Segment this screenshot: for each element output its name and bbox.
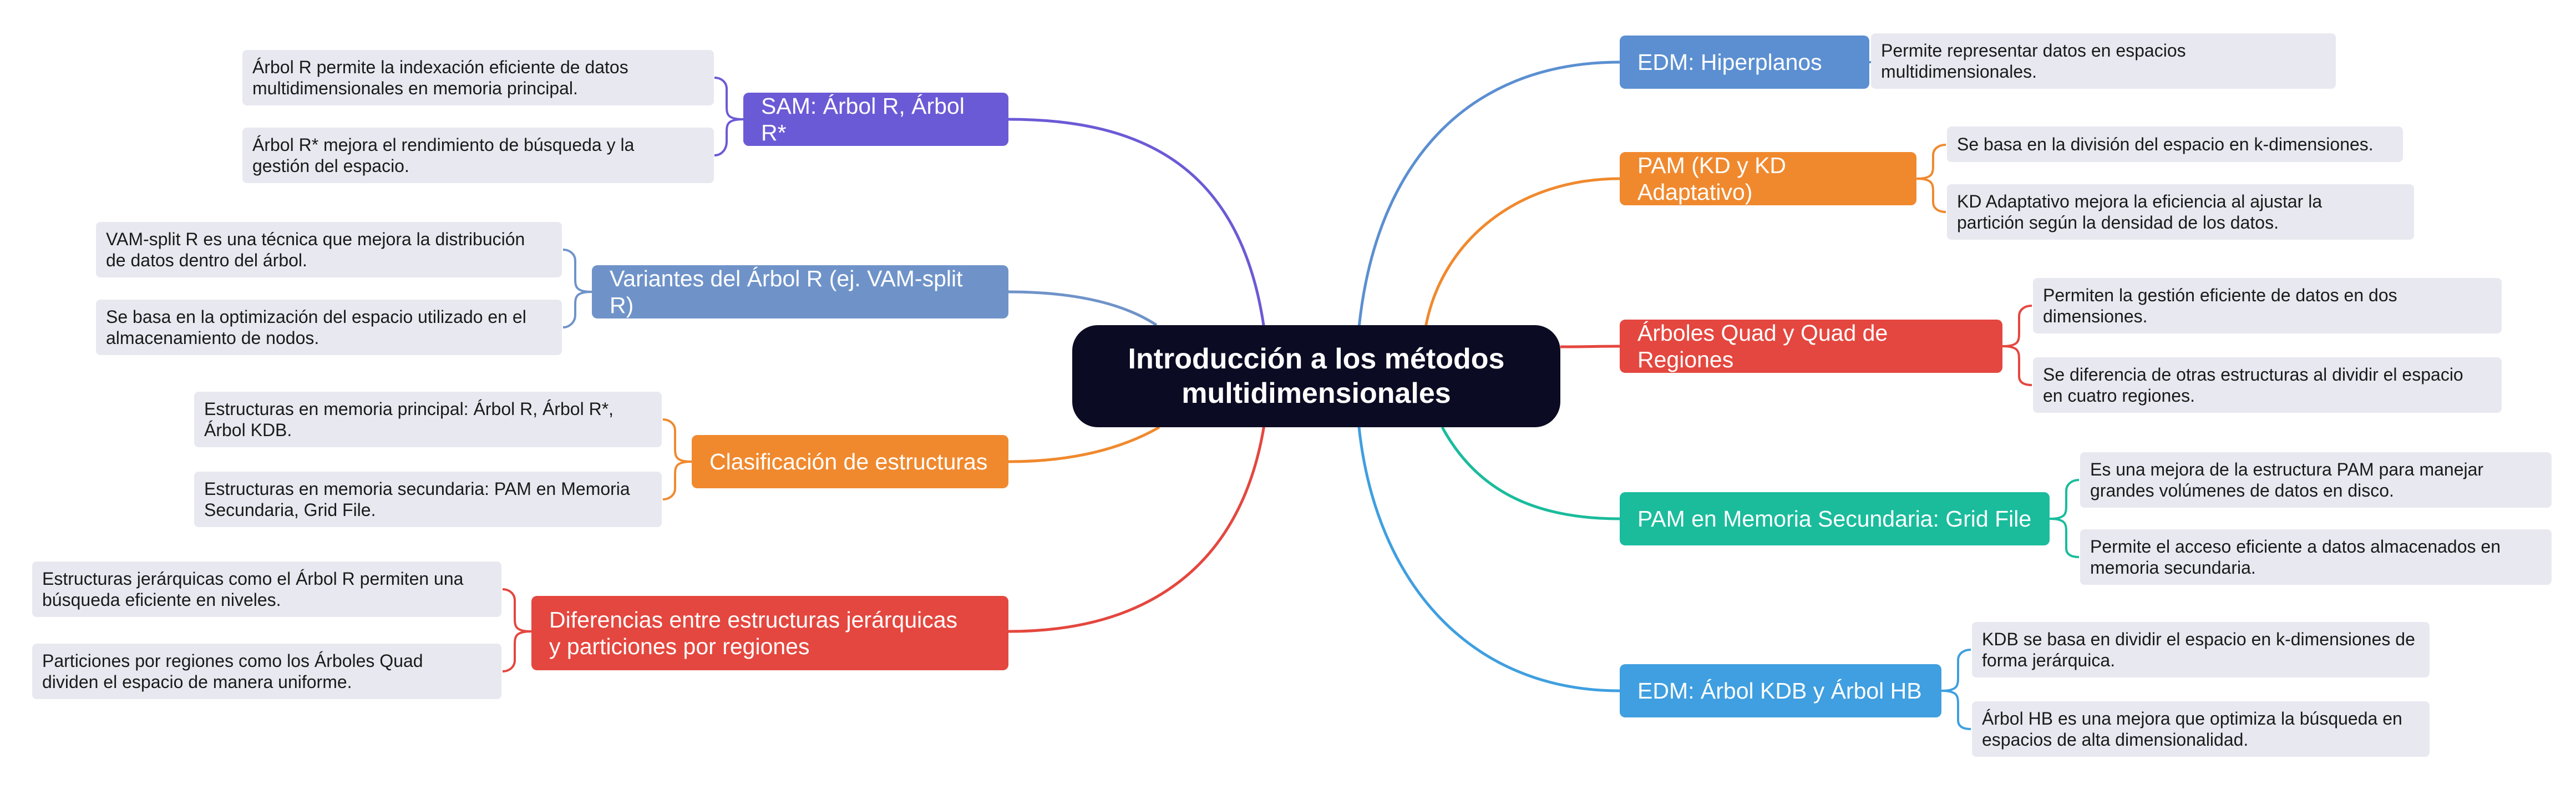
leaf-pam-1[interactable]: Se basa en la división del espacio en k-… [1947, 127, 2403, 162]
branch-diferencias[interactable]: Diferencias entre estructuras jerárquica… [531, 596, 1008, 670]
leaf-diferencias-2[interactable]: Particiones por regiones como los Árbole… [32, 644, 501, 699]
leaf-diferencias-1[interactable]: Estructuras jerárquicas como el Árbol R … [32, 562, 501, 617]
branch-clasificacion[interactable]: Clasificación de estructuras [692, 435, 1008, 488]
leaf-kdb-1[interactable]: KDB se basa en dividir el espacio en k-d… [1972, 622, 2430, 677]
connector-sam [1008, 118, 1266, 333]
connector-diferencias [1008, 421, 1266, 633]
leaf-clasificacion-2[interactable]: Estructuras en memoria secundaria: PAM e… [194, 472, 662, 527]
bracket-clasificacion [662, 418, 692, 500]
branch-sam[interactable]: SAM: Árbol R, Árbol R* [743, 93, 1008, 146]
bracket-kdb [1941, 649, 1971, 730]
branch-variantes[interactable]: Variantes del Árbol R (ej. VAM-split R) [592, 265, 1008, 318]
leaf-pam-2[interactable]: KD Adaptativo mejora la eficiencia al aj… [1947, 184, 2414, 240]
leaf-kdb-2[interactable]: Árbol HB es una mejora que optimiza la b… [1972, 701, 2430, 757]
connector-grid [1441, 426, 1620, 520]
branch-pam[interactable]: PAM (KD y KD Adaptativo) [1620, 152, 1916, 205]
bracket-variantes [562, 249, 592, 328]
connector-variantes [1008, 290, 1158, 327]
bracket-diferencias [502, 588, 532, 672]
leaf-hiperplanos-1[interactable]: Permite representar datos en espacios mu… [1871, 33, 2336, 89]
leaf-grid-1[interactable]: Es una mejora de la estructura PAM para … [2080, 452, 2552, 508]
leaf-sam-1[interactable]: Árbol R permite la indexación eficiente … [242, 50, 714, 105]
leaf-variantes-1[interactable]: VAM-split R es una técnica que mejora la… [96, 222, 562, 277]
bracket-sam [714, 77, 744, 156]
branch-grid[interactable]: PAM en Memoria Secundaria: Grid File [1620, 492, 2050, 545]
branch-quad[interactable]: Árboles Quad y Quad de Regiones [1620, 320, 2002, 373]
leaf-sam-2[interactable]: Árbol R* mejora el rendimiento de búsque… [242, 128, 714, 183]
connector-pam [1424, 177, 1620, 328]
leaf-grid-2[interactable]: Permite el acceso eficiente a datos alma… [2080, 529, 2552, 585]
branch-kdb[interactable]: EDM: Árbol KDB y Árbol HB [1620, 664, 1941, 717]
bracket-grid [2049, 479, 2080, 558]
leaf-variantes-2[interactable]: Se basa en la optimización del espacio u… [96, 300, 562, 355]
central-topic[interactable]: Introducción a los métodos multidimensio… [1072, 325, 1560, 427]
bracket-pam [1916, 144, 1946, 213]
leaf-quad-2[interactable]: Se diferencia de otras estructuras al di… [2033, 357, 2502, 413]
leaf-clasificacion-1[interactable]: Estructuras en memoria principal: Árbol … [194, 392, 662, 447]
connector-clasificacion [1008, 426, 1160, 463]
connector-kdb [1357, 427, 1620, 692]
connector-hiperplanos [1357, 60, 1620, 328]
connector-quad [1560, 345, 1620, 348]
leaf-quad-1[interactable]: Permiten la gestión eficiente de datos e… [2033, 278, 2502, 333]
bracket-quad [2002, 305, 2032, 386]
branch-hiperplanos[interactable]: EDM: Hiperplanos [1620, 36, 1869, 89]
